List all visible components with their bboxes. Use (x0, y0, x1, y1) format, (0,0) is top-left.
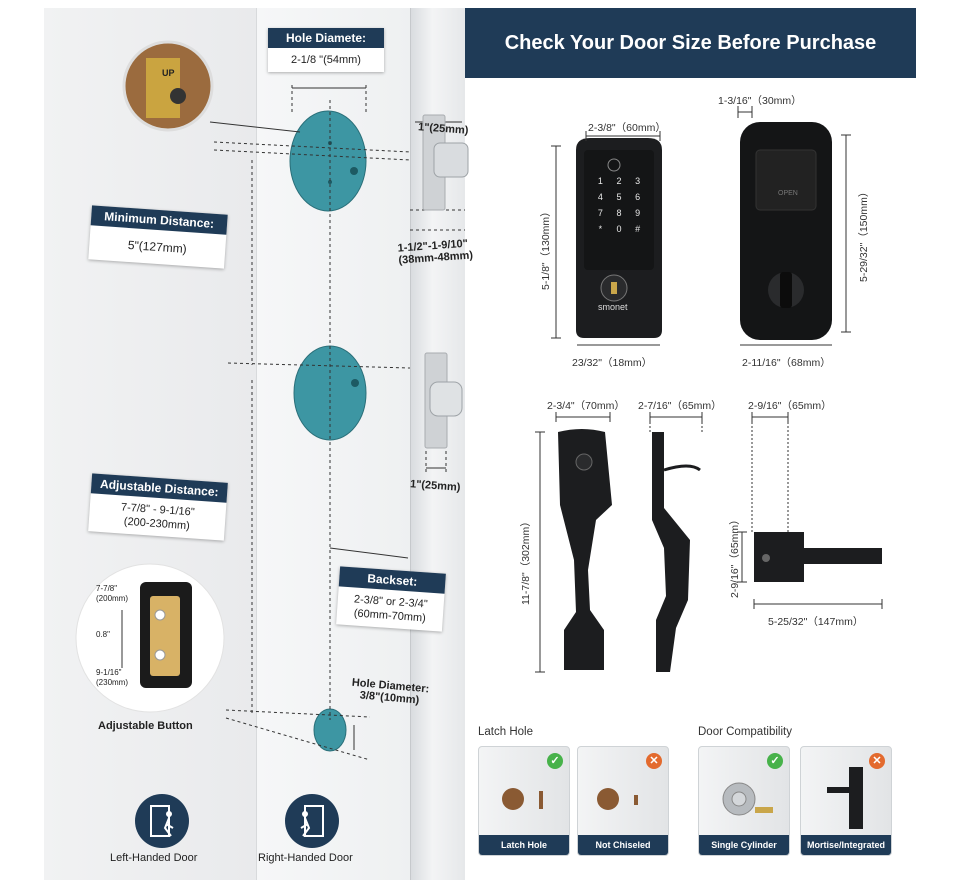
handle-front-width-dim: 2-3/4"（70mm） (547, 400, 625, 412)
title-banner: Check Your Door Size Before Purchase (465, 8, 916, 78)
keypad-key: 5 (616, 192, 622, 202)
keypad-width-dim: 2-3/8"（60mm） (588, 122, 666, 134)
door-compat-no-caption: Mortise/Integrated (801, 835, 891, 855)
keypad-depth-dim: 23/32"（18mm） (572, 357, 653, 369)
door-compat-ok-caption: Single Cylinder (699, 835, 789, 855)
keypad-key: 3 (635, 176, 641, 186)
latch-hole-title: Latch Hole (478, 726, 533, 738)
latch-hole-no-caption: Not Chiseled (578, 835, 668, 855)
keypad-key: 2 (616, 176, 622, 186)
keypad-keys: 1 2 3 4 5 6 7 8 9 * 0 # (591, 176, 647, 234)
adjust-bottom-inch: 9-1/16" (96, 668, 122, 677)
interior-width-dim: 2-11/16"（68mm） (742, 357, 831, 369)
check-icon: ✓ (767, 753, 783, 769)
handle-height-dim: 11-7/8"（302mm） (520, 516, 532, 605)
interior-depth-dim: 1-3/16"（30mm） (718, 95, 802, 107)
adjust-bottom-mm: (230mm) (96, 678, 129, 687)
lever-length-dim: 5-25/32"（147mm） (768, 616, 864, 628)
page-title: Check Your Door Size Before Purchase (504, 32, 877, 54)
keypad-key: 7 (597, 208, 603, 218)
keypad-key: 8 (616, 208, 622, 218)
cross-icon: ✕ (869, 753, 885, 769)
adjustable-button-caption: Adjustable Button (98, 720, 193, 732)
adjust-top-mm: (200mm) (96, 594, 129, 603)
deadbolt-hole (289, 110, 367, 212)
keypad-key: 4 (597, 192, 603, 202)
door-compat-no-card: ✕ Mortise/Integrated (800, 746, 892, 856)
keypad-key: 6 (635, 192, 641, 202)
keypad-key: 1 (597, 176, 603, 186)
latch-hole-ok-caption: Latch Hole (479, 835, 569, 855)
left-handed-door-icon (135, 794, 189, 848)
right-handed-door-icon (285, 794, 339, 848)
right-handed-door-label: Right-Handed Door (258, 852, 353, 864)
left-handed-door-label: Left-Handed Door (110, 852, 198, 864)
hole-diameter-value: 2-1/8 "(54mm) (291, 54, 361, 66)
latch-hole-ok-card: ✓ Latch Hole (478, 746, 570, 856)
adjust-top-inch: 7-7/8" (96, 584, 118, 593)
adjust-mid-dim: 0.8" (96, 630, 110, 639)
keypad-brand: smonet (598, 302, 628, 312)
interior-open-label: OPEN (778, 190, 798, 197)
door-drill-diagram (75, 40, 469, 761)
handle-side (652, 432, 690, 672)
keypad-key: 9 (635, 208, 641, 218)
door-compat-title: Door Compatibility (698, 726, 792, 738)
keypad-key: 0 (616, 224, 622, 234)
door-compat-ok-card: ✓ Single Cylinder (698, 746, 790, 856)
keypad-key: # (635, 224, 641, 234)
hole-diameter-label: Hole Diamete: 2-1/8 "(54mm) (268, 28, 384, 72)
strike-up-label: UP (162, 68, 175, 78)
adjust-bottom-dim: 9-1/16" (230mm) (96, 668, 128, 688)
cross-icon: ✕ (646, 753, 662, 769)
latch-hole-no-card: ✕ Not Chiseled (577, 746, 669, 856)
check-icon: ✓ (547, 753, 563, 769)
door-diagram-panel: Hole Diamete: 2-1/8 "(54mm) Minimum Dist… (0, 0, 473, 896)
handle-front (558, 429, 612, 670)
adjust-top-dim: 7-7/8" (200mm) (96, 584, 128, 604)
keypad-height-dim: 5-1/8"（130mm） (540, 206, 552, 290)
interior-height-dim: 5-29/32"（150mm） (858, 186, 870, 282)
lever-height-dim: 2-9/16"（65mm） (729, 514, 741, 598)
lever-width-dim: 2-9/16"（65mm） (748, 400, 832, 412)
handle-side-width-dim: 2-7/16"（65mm） (638, 400, 722, 412)
keypad-key: * (598, 224, 603, 234)
door-frame (44, 8, 256, 880)
hole-diameter-title: Hole Diamete: (268, 28, 384, 48)
